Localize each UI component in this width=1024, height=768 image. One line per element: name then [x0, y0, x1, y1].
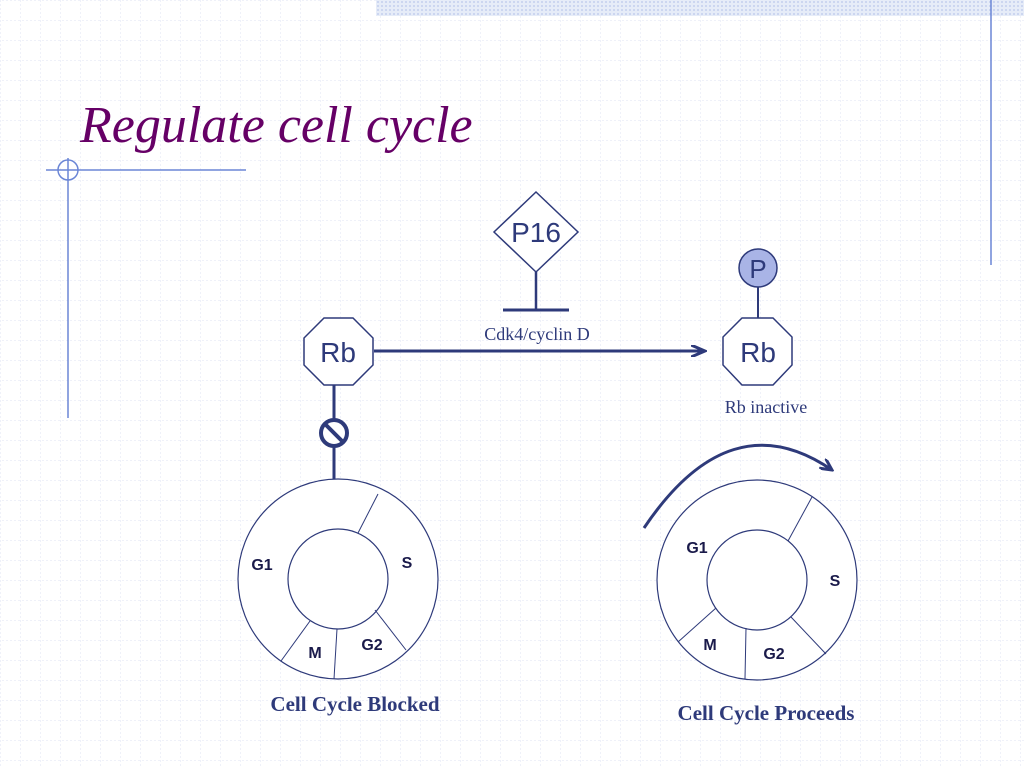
rb-octagon-inactive: [722, 317, 793, 386]
rb-label-inactive: Rb: [740, 337, 776, 368]
decorative-header-band: [376, 0, 1024, 16]
p16-label: P16: [511, 217, 561, 248]
blocked-phase-m: M: [308, 645, 321, 662]
proceeds-phase-s: S: [830, 573, 841, 590]
proceeds-phase-m: M: [703, 637, 716, 654]
accent-ring: [57, 159, 79, 181]
enzyme-label: Cdk4/cyclin D: [484, 324, 590, 344]
proceeds-phase-g1: G1: [686, 540, 707, 557]
blocked-phase-s: S: [402, 555, 413, 572]
no-symbol-icon: [319, 418, 349, 448]
slide-title: Regulate cell cycle: [79, 97, 473, 154]
rb-inactive-label: Rb inactive: [725, 397, 807, 417]
rb-label-active: Rb: [320, 337, 356, 368]
cell-cycle-blocked-caption: Cell Cycle Blocked: [270, 692, 439, 716]
rb-octagon-active: [303, 317, 374, 386]
cell-cycle-proceeds-caption: Cell Cycle Proceeds: [678, 701, 855, 725]
cell-cycle-proceeds-ring: [656, 479, 858, 681]
blocked-phase-g1: G1: [251, 557, 272, 574]
blocked-phase-g2: G2: [361, 637, 382, 654]
proceeds-phase-g2: G2: [763, 646, 784, 663]
cycle-progress-arrow: [642, 443, 832, 529]
phosphate-label: P: [749, 254, 766, 284]
cell-cycle-blocked-ring: [237, 478, 439, 680]
